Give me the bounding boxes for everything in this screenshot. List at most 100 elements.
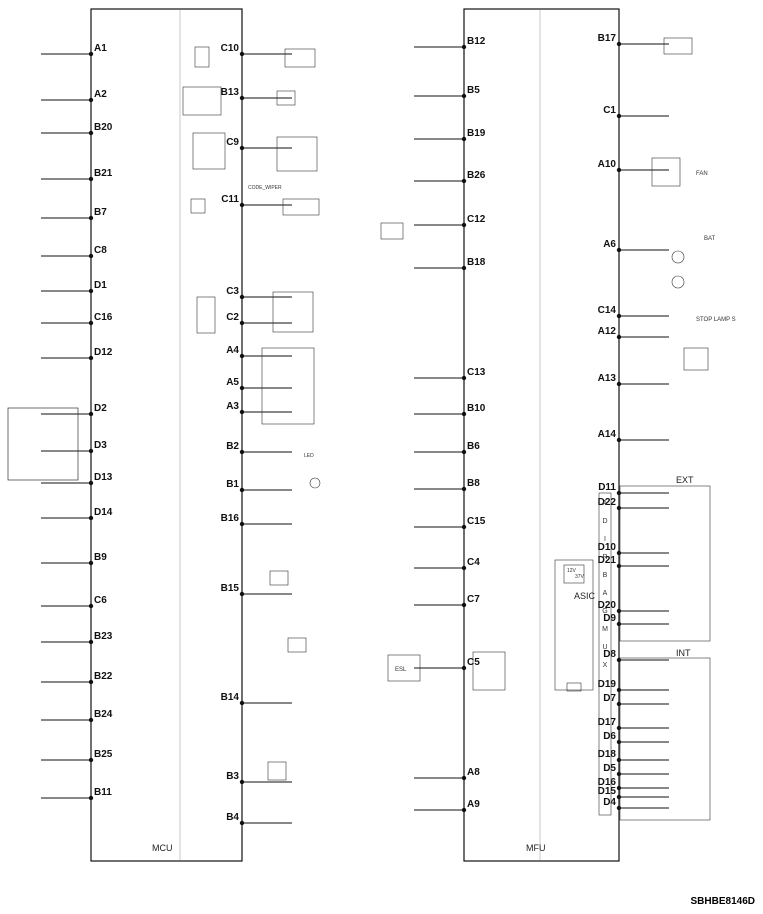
mcu-node-a4: [239, 353, 245, 359]
mfu-pin-a14: A14: [598, 429, 617, 440]
mfu-node-d5: [616, 771, 622, 777]
mcu-pin-b21: B21: [94, 168, 113, 179]
mfu-pin-c4: C4: [467, 557, 480, 568]
mcu-node-b4: [239, 820, 245, 826]
mcu-module-frame: [90, 8, 243, 862]
mfu-pin-a13: A13: [598, 373, 617, 384]
mfu-node-a12: [616, 334, 622, 340]
mfu-pin-c15: C15: [467, 516, 486, 527]
mcu-pin-b14: B14: [221, 692, 240, 703]
mfu-node-d16: [616, 785, 622, 791]
mcu-pin-c8: C8: [94, 245, 107, 256]
mfu-pin-c12: C12: [467, 214, 486, 225]
mfu-node-a9: [461, 807, 467, 813]
mfu-node-d22: [616, 505, 622, 511]
asic-label: ASIC: [574, 591, 596, 601]
mcu-node-b23: [88, 639, 94, 645]
led-label: LED: [304, 453, 314, 459]
mfu-pin-b6: B6: [467, 441, 480, 452]
mux-letter: U: [602, 644, 607, 651]
mfu-node-d15: [616, 794, 622, 800]
mfu-node-a13: [616, 381, 622, 387]
mcu-pin-b20: B20: [94, 122, 113, 133]
mcu-pin-a4: A4: [226, 345, 239, 356]
mcu-node-b9: [88, 560, 94, 566]
mcu-node-b24: [88, 717, 94, 723]
mfu-node-a6: [616, 247, 622, 253]
mcu-pin-c10: C10: [221, 43, 240, 54]
mcu-pin-b23: B23: [94, 631, 113, 642]
mcu-pin-d1: D1: [94, 280, 107, 291]
mfu-pin-d9: D9: [603, 613, 616, 624]
mfu-node-d10: [616, 550, 622, 556]
mfu-pin-d16: D16: [598, 777, 617, 788]
mfu-module-frame: [463, 8, 620, 862]
mfu-pin-d22: D22: [598, 497, 617, 508]
mfu-node-d21: [616, 563, 622, 569]
mcu-pin-c2: C2: [226, 312, 239, 323]
mux-letter: I: [604, 536, 606, 543]
mcu-pin-b3: B3: [226, 771, 239, 782]
mcu-node-b7: [88, 215, 94, 221]
mfu-node-d8: [616, 657, 622, 663]
mcu-pin-a1: A1: [94, 43, 107, 54]
mcu-node-c16: [88, 320, 94, 326]
mcu-pin-a2: A2: [94, 89, 107, 100]
mcu-node-d2: [88, 411, 94, 417]
mfu-node-d4: [616, 805, 622, 811]
mfu-pin-c14: C14: [598, 305, 617, 316]
mcu-external-switch-box: [7, 407, 79, 481]
mux-letter: D: [602, 518, 607, 525]
mfu-pin-d7: D7: [603, 693, 616, 704]
mux-letter: X: [603, 662, 608, 669]
mfu-pin-d19: D19: [598, 679, 617, 690]
mcu-node-b20: [88, 130, 94, 136]
mcu-node-b21: [88, 176, 94, 182]
mfu-pin-b12: B12: [467, 36, 486, 47]
mfu-pin-a10: A10: [598, 159, 617, 170]
mcu-node-a2: [88, 97, 94, 103]
mfu-node-d11: [616, 490, 622, 496]
mcu-pin-d12: D12: [94, 347, 113, 358]
mfu-label: MFU: [526, 843, 546, 853]
mcu-node-b14: [239, 700, 245, 706]
mfu-pin-c13: C13: [467, 367, 486, 378]
mcu-pin-c6: C6: [94, 595, 107, 606]
mfu-node-b5: [461, 93, 467, 99]
mfu-pin-d21: D21: [598, 555, 617, 566]
mcu-node-c9: [239, 145, 245, 151]
mcu-node-a3: [239, 409, 245, 415]
mfu-node-b10: [461, 411, 467, 417]
mcu-node-d14: [88, 515, 94, 521]
mfu-node-d18: [616, 757, 622, 763]
mcu-node-b11: [88, 795, 94, 801]
mfu-node-b18: [461, 265, 467, 271]
mux-letter: A: [603, 500, 608, 507]
mfu-pin-d5: D5: [603, 763, 616, 774]
mcu-node-d13: [88, 480, 94, 486]
mcu-pin-b16: B16: [221, 513, 240, 524]
mfu-pin-c5: C5: [467, 657, 480, 668]
mfu-node-c5: [461, 665, 467, 671]
mfu-pin-b26: B26: [467, 170, 486, 181]
int-label: INT: [676, 648, 691, 658]
mcu-pin-c16: C16: [94, 312, 113, 323]
mcu-node-b13: [239, 95, 245, 101]
mfu-node-b8: [461, 486, 467, 492]
mux-letter: R: [602, 554, 607, 561]
mcu-node-c10: [239, 51, 245, 57]
mfu-node-b17: [616, 41, 622, 47]
mcu-node-b22: [88, 679, 94, 685]
mfu-node-c7: [461, 602, 467, 608]
mcu-pin-d14: D14: [94, 507, 113, 518]
mfu-node-d20: [616, 608, 622, 614]
mcu-node-d1: [88, 288, 94, 294]
mfu-pin-a9: A9: [467, 799, 480, 810]
mcu-pin-b15: B15: [221, 583, 240, 594]
mcu-right-components: [182, 46, 320, 781]
mcu-pin-b24: B24: [94, 709, 113, 720]
